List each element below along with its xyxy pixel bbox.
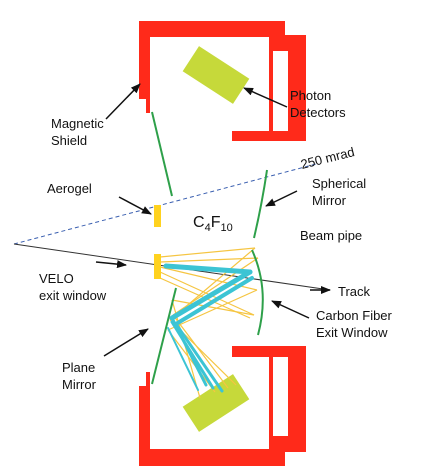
spherical-mirror-label: Spherical Mirror <box>312 176 370 208</box>
track-label: Track <box>338 284 371 299</box>
velo-exit-window-label: VELO exit window <box>39 271 107 303</box>
aerogel-block-lower <box>154 254 161 279</box>
photon-detector-upper <box>182 46 250 104</box>
magnetic-shield-lower <box>139 346 306 466</box>
carbon-fiber-exit-window-label: Carbon Fiber Exit Window <box>316 308 396 340</box>
spherical-mirror-upper <box>253 169 268 239</box>
spherical-mirror-lower <box>251 249 264 336</box>
magnetic-shield-label: Magnetic Shield <box>51 116 107 148</box>
arrowhead-icon <box>118 196 152 215</box>
photon-rays-cyan <box>163 263 254 393</box>
aerogel-block-upper <box>154 205 161 227</box>
plane-mirror-lower <box>151 287 177 385</box>
beam-pipe-label: Beam pipe <box>300 228 362 243</box>
arrowhead-icon <box>243 87 288 108</box>
magnetic-shield-upper <box>139 21 306 141</box>
arrowhead-icon <box>265 190 298 207</box>
photon-detector-lower <box>182 374 250 432</box>
plane-mirror-label: Plane Mirror <box>62 360 99 392</box>
angle-label: 250 mrad <box>299 144 356 172</box>
aerogel-label: Aerogel <box>47 181 92 196</box>
arrowhead-icon <box>103 328 149 357</box>
photon-detectors-label: Photon Detectors <box>290 88 346 120</box>
arrowhead-icon <box>271 300 310 319</box>
arrowhead-icon <box>105 83 141 120</box>
gas-radiator-label: C4F10 <box>193 214 233 234</box>
arrowhead-icon <box>95 260 127 269</box>
pointer-arrows <box>95 83 331 357</box>
plane-mirror-upper <box>151 111 173 197</box>
